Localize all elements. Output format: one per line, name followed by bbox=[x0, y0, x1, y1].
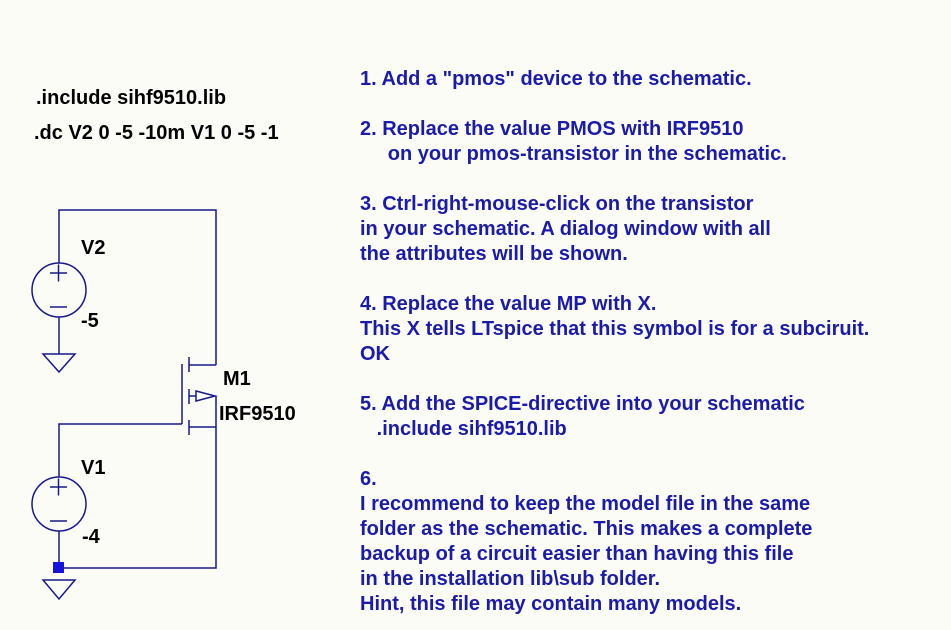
instruction-line: 4. Replace the value MP with X. bbox=[360, 293, 657, 315]
instruction-line bbox=[360, 167, 869, 192]
m1-value-label[interactable]: IRF9510 bbox=[219, 403, 296, 425]
instruction-line: in the installation lib\sub folder. bbox=[360, 568, 661, 590]
instruction-line bbox=[360, 442, 869, 467]
instructions-text: 1. Add a "pmos" device to the schematic.… bbox=[360, 67, 869, 617]
v1-value-label[interactable]: -4 bbox=[82, 526, 100, 548]
instruction-line: 6. bbox=[360, 468, 377, 490]
spice-directive-dc[interactable]: .dc V2 0 -5 -10m V1 0 -5 -1 bbox=[34, 122, 279, 144]
instruction-line: Hint, this file may contain many models. bbox=[360, 593, 742, 615]
junction-node[interactable] bbox=[53, 562, 64, 573]
instruction-line: backup of a circuit easier than having t… bbox=[360, 543, 794, 565]
v2-value-label[interactable]: -5 bbox=[81, 310, 99, 332]
instruction-line: 5. Add the SPICE-directive into your sch… bbox=[360, 393, 805, 415]
v1-name-label[interactable]: V1 bbox=[81, 457, 106, 479]
instruction-line: OK bbox=[360, 343, 390, 365]
instruction-line: in your schematic. A dialog window with … bbox=[360, 218, 771, 240]
voltage-source-v2[interactable] bbox=[31, 262, 87, 318]
spice-directive-include[interactable]: .include sihf9510.lib bbox=[36, 87, 227, 109]
instruction-line: 3. Ctrl-right-mouse-click on the transis… bbox=[360, 193, 754, 215]
instruction-line bbox=[360, 367, 869, 392]
instruction-line: 1. Add a "pmos" device to the schematic. bbox=[360, 68, 752, 90]
ground-symbol-v1[interactable] bbox=[41, 579, 77, 601]
voltage-source-v1[interactable] bbox=[31, 476, 87, 532]
instruction-line: .include sihf9510.lib bbox=[360, 418, 567, 440]
instruction-line: This X tells LTspice that this symbol is… bbox=[360, 318, 870, 340]
pmos-transistor-m1[interactable] bbox=[181, 357, 218, 435]
m1-name-label[interactable]: M1 bbox=[223, 368, 251, 390]
instruction-line: on your pmos-transistor in the schematic… bbox=[360, 143, 787, 165]
instruction-line: 2. Replace the value PMOS with IRF9510 bbox=[360, 118, 744, 140]
ground-symbol-v2[interactable] bbox=[41, 353, 77, 374]
instruction-line: folder as the schematic. This makes a co… bbox=[360, 518, 813, 540]
v2-name-label[interactable]: V2 bbox=[81, 237, 106, 259]
instruction-line: the attributes will be shown. bbox=[360, 243, 628, 265]
pmos-arrow-icon bbox=[195, 390, 218, 402]
instruction-line: I recommend to keep the model file in th… bbox=[360, 493, 811, 515]
wire[interactable] bbox=[58, 209, 217, 569]
instruction-line bbox=[360, 267, 869, 292]
instruction-line bbox=[360, 92, 869, 117]
